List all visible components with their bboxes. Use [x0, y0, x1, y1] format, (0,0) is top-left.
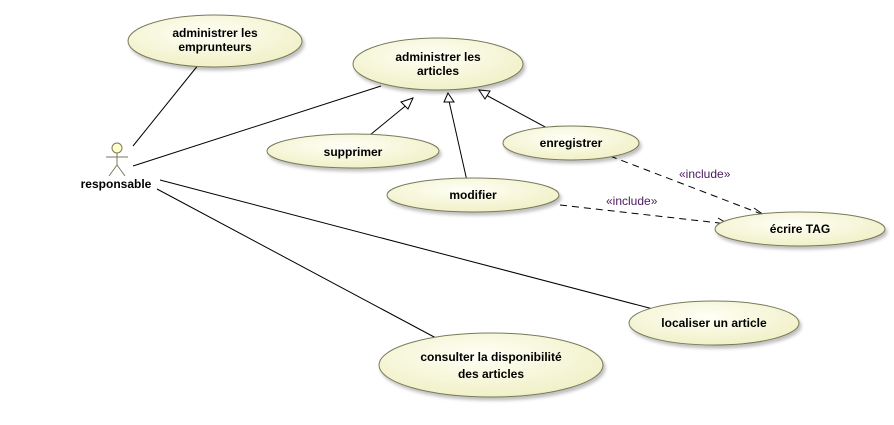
- use-case-label: emprunteurs: [178, 40, 252, 54]
- actor-label: responsable: [81, 177, 152, 191]
- use-case-label: écrire TAG: [770, 222, 830, 236]
- use-case-localiser[interactable]: localiser un article: [628, 300, 800, 346]
- include-label-1: «include»: [679, 167, 731, 181]
- actor-responsable[interactable]: responsable: [81, 142, 152, 191]
- use-case-label: administrer les: [172, 26, 258, 40]
- use-case-modifier[interactable]: modifier: [386, 177, 560, 213]
- generalization-enregistrer: [478, 89, 548, 129]
- association-emprunteurs: [132, 63, 200, 147]
- use-case-label: administrer les: [395, 50, 481, 64]
- include-modifier-ecrire-tag: [559, 204, 730, 228]
- association-consulter: [156, 188, 437, 339]
- use-case-enregistrer[interactable]: enregistrer: [502, 125, 640, 161]
- generalization-supprimer: [369, 97, 414, 136]
- use-case-consulter[interactable]: consulter la disponibilité des articles: [378, 332, 604, 398]
- use-case-label: enregistrer: [540, 136, 603, 150]
- association-articles: [132, 85, 382, 167]
- association-localiser: [159, 179, 654, 310]
- use-case-ecrire-tag[interactable]: écrire TAG: [714, 211, 886, 247]
- include-label-2: «include»: [606, 194, 658, 208]
- use-case-administrer-articles[interactable]: administrer les articles: [352, 37, 524, 91]
- use-case-label: supprimer: [324, 145, 383, 159]
- use-case-label: articles: [417, 64, 459, 78]
- use-case-label: consulter la disponibilité: [420, 350, 562, 364]
- use-case-label: localiser un article: [661, 316, 767, 330]
- stick-figure-icon: [106, 142, 128, 177]
- use-case-supprimer[interactable]: supprimer: [266, 133, 440, 169]
- use-case-administrer-emprunteurs[interactable]: administrer les emprunteurs: [127, 14, 303, 68]
- use-case-label: des articles: [458, 367, 524, 381]
- use-case-label: modifier: [449, 188, 497, 202]
- generalization-modifier: [443, 91, 468, 182]
